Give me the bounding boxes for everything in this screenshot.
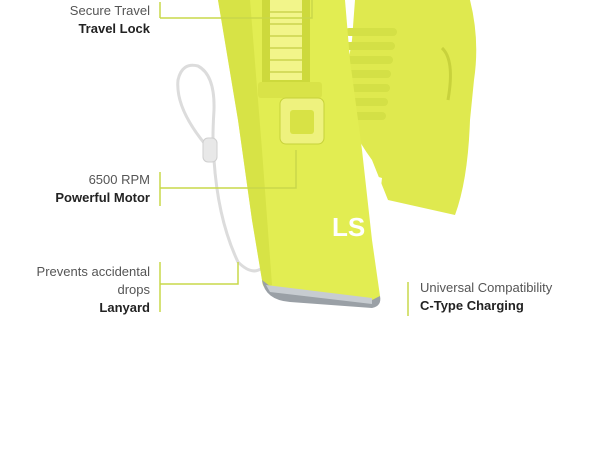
callout-motor: 6500 RPM Powerful Motor — [20, 171, 150, 207]
callout-motor-sub: 6500 RPM — [88, 172, 150, 187]
callout-travel-lock-title: Travel Lock — [78, 21, 150, 36]
callout-travel-lock-sub: Secure Travel — [69, 3, 150, 18]
callout-lanyard-title: Lanyard — [99, 300, 150, 315]
callout-travel-lock: Secure Travel Travel Lock — [20, 2, 150, 38]
trimmer-body — [218, 0, 381, 308]
trimmer-comb-attachment — [342, 0, 477, 215]
callout-charging: Universal Compatibility C-Type Charging — [420, 279, 595, 315]
callout-motor-title: Powerful Motor — [55, 190, 150, 205]
callout-lanyard: Prevents accidental drops Lanyard — [0, 263, 150, 317]
callout-lines — [159, 0, 409, 316]
callout-lanyard-sub-2: drops — [117, 282, 150, 297]
brand-logo: LS — [332, 212, 365, 242]
callout-charging-title: C-Type Charging — [420, 298, 524, 313]
callout-charging-sub: Universal Compatibility — [420, 280, 553, 295]
callout-lanyard-sub-1: Prevents accidental — [36, 264, 150, 279]
lanyard-cord — [176, 63, 264, 273]
